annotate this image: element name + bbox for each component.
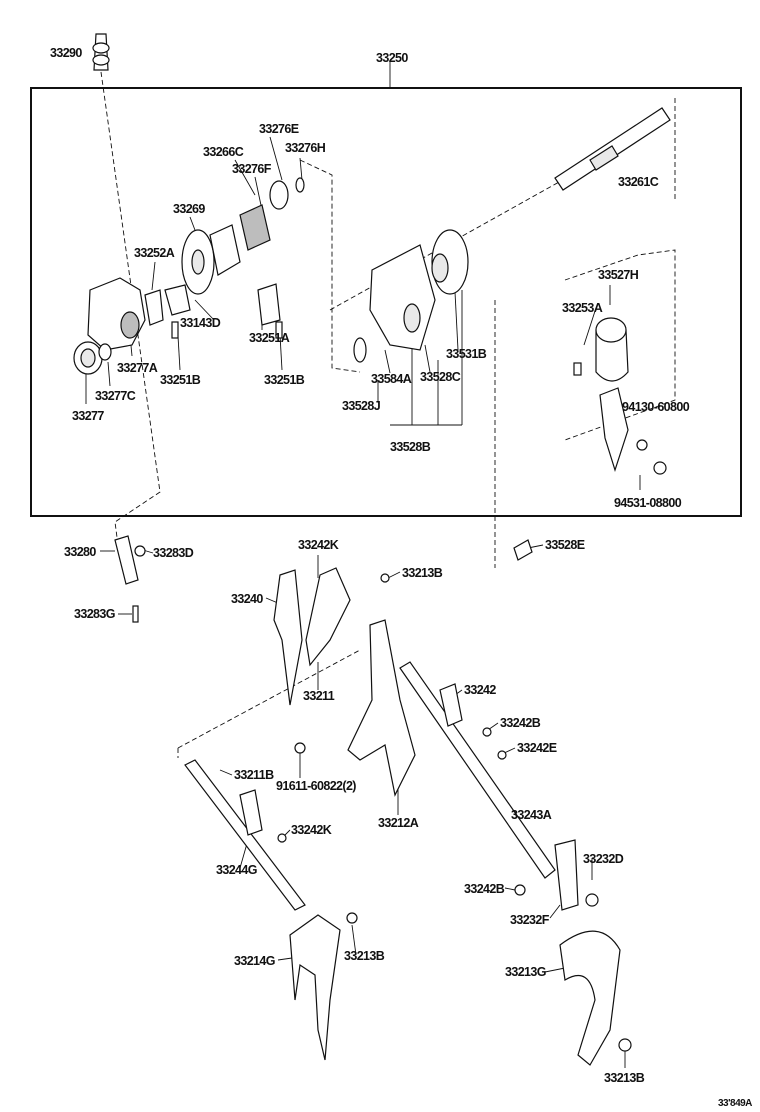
- label-33240: 33240: [231, 592, 263, 606]
- label-33266c: 33266C: [203, 145, 244, 159]
- label-33212a: 33212A: [378, 816, 419, 830]
- label-33250: 33250: [376, 51, 408, 65]
- label-33251b-a: 33251B: [160, 373, 201, 387]
- label-33143d: 33143D: [180, 316, 221, 330]
- label-33242k-b: 33242K: [291, 823, 332, 837]
- label-33232f: 33232F: [510, 913, 550, 927]
- label-33251a: 33251A: [249, 331, 290, 345]
- label-33276h: 33276H: [285, 141, 326, 155]
- label-33528e: 33528E: [545, 538, 585, 552]
- part-labels: 33290 33250 33276E 33266C 33276H 33276F …: [50, 46, 753, 1109]
- label-33253a: 33253A: [562, 301, 603, 315]
- label-33276e: 33276E: [259, 122, 299, 136]
- label-33251b-b: 33251B: [264, 373, 305, 387]
- label-33242k-a: 33242K: [298, 538, 339, 552]
- label-33283d: 33283D: [153, 546, 194, 560]
- label-33242b-b: 33242B: [464, 882, 505, 896]
- label-33277: 33277: [72, 409, 104, 423]
- label-33252a: 33252A: [134, 246, 175, 260]
- label-33277a: 33277A: [117, 361, 158, 375]
- label-33213b-a: 33213B: [402, 566, 443, 580]
- label-33213g: 33213G: [505, 965, 546, 979]
- label-91611-60822: 91611-60822(2): [276, 779, 356, 793]
- label-33280: 33280: [64, 545, 96, 559]
- label-33243a: 33243A: [511, 808, 552, 822]
- label-33528j: 33528J: [342, 399, 381, 413]
- label-33290: 33290: [50, 46, 82, 60]
- label-94130-60800: 94130-60800: [622, 400, 690, 414]
- leader-lines: [85, 62, 676, 1068]
- label-33531b: 33531B: [446, 347, 487, 361]
- figure-code: 33'849A: [718, 1098, 752, 1109]
- label-33213b-c: 33213B: [604, 1071, 645, 1085]
- label-33242b-a: 33242B: [500, 716, 541, 730]
- label-33261c: 33261C: [618, 175, 659, 189]
- label-33528b: 33528B: [390, 440, 431, 454]
- label-94531-08800: 94531-08800: [614, 496, 682, 510]
- assembly-frame: [30, 87, 742, 517]
- label-33211: 33211: [303, 689, 335, 703]
- label-33213b-b: 33213B: [344, 949, 385, 963]
- label-33211b: 33211B: [234, 768, 274, 782]
- label-33277c: 33277C: [95, 389, 136, 403]
- label-33242e: 33242E: [517, 741, 557, 755]
- label-33283g: 33283G: [74, 607, 115, 621]
- label-33244g: 33244G: [216, 863, 257, 877]
- label-33528c: 33528C: [420, 370, 461, 384]
- label-33276f: 33276F: [232, 162, 272, 176]
- parts: [73, 33, 671, 1066]
- label-33232d: 33232D: [583, 852, 624, 866]
- label-33269: 33269: [173, 202, 205, 216]
- label-33214g: 33214G: [234, 954, 275, 968]
- label-33584a: 33584A: [371, 372, 412, 386]
- label-33527h: 33527H: [598, 268, 639, 282]
- label-33242: 33242: [464, 683, 496, 697]
